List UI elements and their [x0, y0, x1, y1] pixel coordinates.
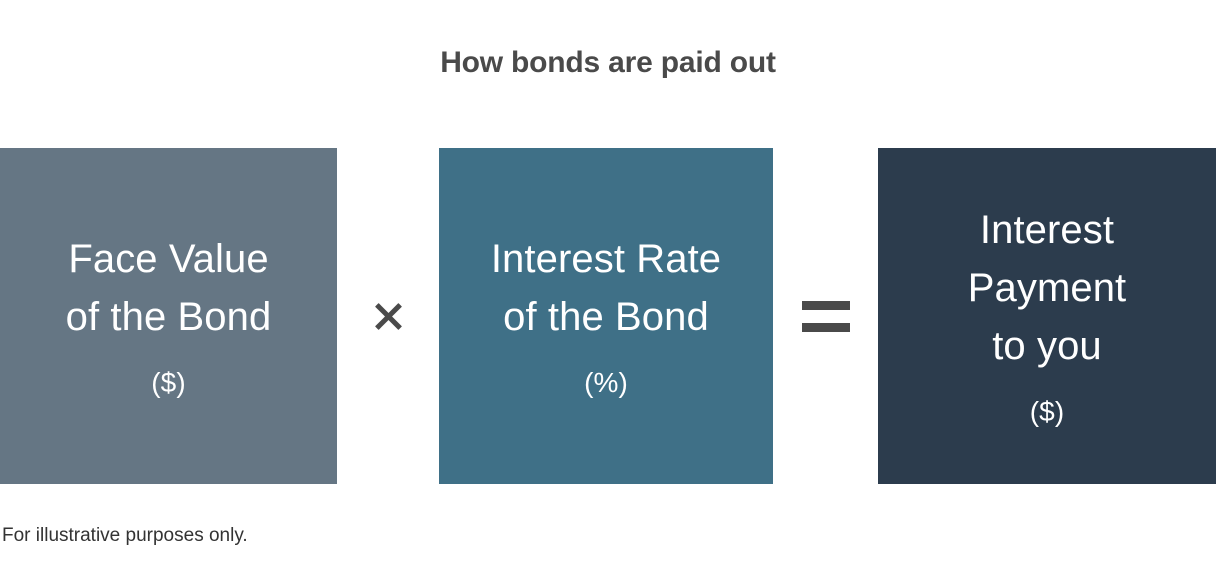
term-box-interest-rate: Interest Rate of the Bond (%) — [439, 148, 773, 484]
term-label-interest-payment: Interest Payment to you — [967, 208, 1127, 368]
equals-bar-bottom — [801, 322, 850, 332]
term-box-interest-payment: Interest Payment to you ($) — [878, 148, 1216, 484]
multiplication-sign-icon — [372, 300, 405, 333]
footnote-disclaimer: For illustrative purposes only. — [2, 525, 248, 546]
operator-multiply — [337, 148, 439, 484]
page-title: How bonds are paid out — [440, 46, 776, 79]
term-label-face-value: Face Value of the Bond — [65, 237, 272, 339]
term-unit-interest-rate: (%) — [584, 367, 628, 398]
term-box-face-value: Face Value of the Bond ($) — [0, 148, 337, 484]
term-unit-interest-payment: ($) — [1029, 396, 1065, 427]
operator-equals — [773, 148, 878, 484]
bond-payout-diagram: Face Value of the Bond ($) Interest Rate… — [0, 148, 1216, 484]
term-label-interest-rate: Interest Rate of the Bond — [490, 237, 722, 339]
equals-sign-icon — [801, 300, 850, 332]
term-unit-face-value: ($) — [151, 367, 186, 398]
equals-bar-top — [801, 300, 850, 310]
